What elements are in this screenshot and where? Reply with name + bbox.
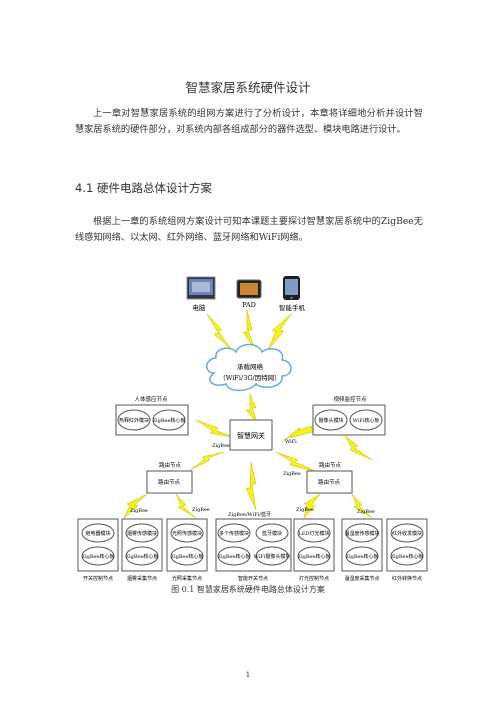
node-switch: 继电器模块 ZigBee核心板 开关控制节点 (77, 518, 119, 582)
gateway-label: 智慧网关 (237, 431, 265, 440)
router-right-box (306, 470, 353, 494)
pad-icon (236, 279, 262, 299)
human-module-b: ZigBee核心板 (153, 417, 186, 424)
router-left-inner: 路由节点 (158, 478, 181, 486)
link-label: WiFi (285, 439, 297, 445)
node-top: LED灯光模块 (299, 530, 330, 537)
node-label: 光照采集节点 (172, 575, 202, 582)
node-label: 开关控制节点 (83, 575, 113, 582)
node-label: 红外转换节点 (392, 575, 422, 582)
computer-icon (186, 276, 216, 300)
device-label-pad: PAD (242, 301, 256, 309)
node-top: 多个传感模块 (219, 530, 249, 537)
link-label: ZigBee/WiFi/蓝牙 (228, 511, 271, 518)
node-label: 温湿度采集节点 (344, 575, 379, 582)
human-module-a: 热释红外模块 (119, 417, 149, 424)
section-paragraph: 根据上一章的系统组网方案设计可知本课题主要探讨智慧家居系统中的ZigBee无线感… (75, 216, 423, 243)
gateway-box (229, 419, 273, 451)
router-left-label: 路由节点 (159, 461, 182, 469)
human-node-label: 人体感应节点 (134, 395, 168, 403)
figure-caption: 图 0.1 智慧家居系统硬件电路总体设计方案 (171, 585, 325, 594)
page-number: 1 (245, 671, 251, 679)
phone-icon (283, 276, 300, 300)
video-module-b: WiFi核心板 (353, 417, 380, 424)
router-right-label: 路由节点 (319, 461, 342, 469)
cloud-label: 承载网络 (237, 362, 264, 371)
node-label: 灯光控制节点 (299, 575, 329, 582)
video-node-label: 视频监控节点 (333, 395, 367, 403)
lightning-icon (123, 309, 373, 519)
node-top: 继电器模块 (85, 530, 110, 537)
router-right-inner: 路由节点 (318, 478, 341, 486)
link-label: ZigBee (296, 507, 314, 513)
node-bottom: ZigBee核心板 (82, 553, 115, 560)
node-label: 智能开关节点 (238, 575, 268, 582)
cloud-network (206, 343, 292, 392)
node-temp-humidity: 温湿度传感模块 ZigBee核心板 温湿度采集节点 (341, 518, 383, 582)
link-label: ZigBee (212, 443, 230, 449)
node-top: 温湿度传感模块 (344, 530, 379, 537)
video-module-a: 摄像头模块 (318, 417, 343, 424)
node-infrared: 红外收发模块 ZigBee核心板 红外转换节点 (386, 518, 428, 582)
device-label-pc: 电脑 (193, 303, 207, 312)
section-heading: 4.1 硬件电路总体设计方案 (75, 181, 212, 195)
link-label: ZigBee (192, 507, 210, 513)
node-top2: 蓝牙模块 (262, 530, 282, 537)
intro-paragraph: 上一章对智慧家居系统的组网方案进行了分析设计，本章将详细地分析并设计智慧家居系统… (75, 108, 423, 135)
link-label: ZigBee (283, 471, 301, 477)
router-left-box (146, 470, 193, 494)
node-top: 红外收发模块 (392, 530, 422, 537)
node-label: 烟雾采集节点 (127, 575, 157, 582)
cloud-sublabel: （WiFi/3G/因特网） (219, 373, 280, 382)
node-bottom: ZigBee核心板 (218, 553, 251, 560)
node-led: LED灯光模块 ZigBee核心板 灯光控制节点 (293, 518, 335, 582)
node-bottom: ZigBee核心板 (171, 553, 204, 560)
node-bottom: ZigBee核心板 (391, 553, 424, 560)
page-title: 智慧家居系统硬件设计 (185, 80, 311, 95)
device-label-phone: 智能手机 (279, 303, 306, 312)
node-light-sensor: 光照传感模块 ZigBee核心板 光照采集节点 (166, 518, 208, 582)
node-bottom2: WiFi摄像头模块 (254, 553, 291, 560)
node-top: 光照传感模块 (172, 530, 202, 537)
link-label: ZigBee (130, 508, 148, 514)
node-smart-switch: 多个传感模块 蓝牙模块 ZigBee核心板 WiFi摄像头模块 智能开关节点 (215, 518, 292, 582)
node-top: 烟雾传感模块 (127, 530, 157, 537)
node-bottom: ZigBee核心板 (346, 553, 379, 560)
link-label: ZigBee (357, 509, 375, 515)
node-bottom: ZigBee核心板 (298, 553, 331, 560)
node-smoke: 烟雾传感模块 ZigBee核心板 烟雾采集节点 (121, 518, 163, 582)
node-bottom: ZigBee核心板 (126, 553, 159, 560)
